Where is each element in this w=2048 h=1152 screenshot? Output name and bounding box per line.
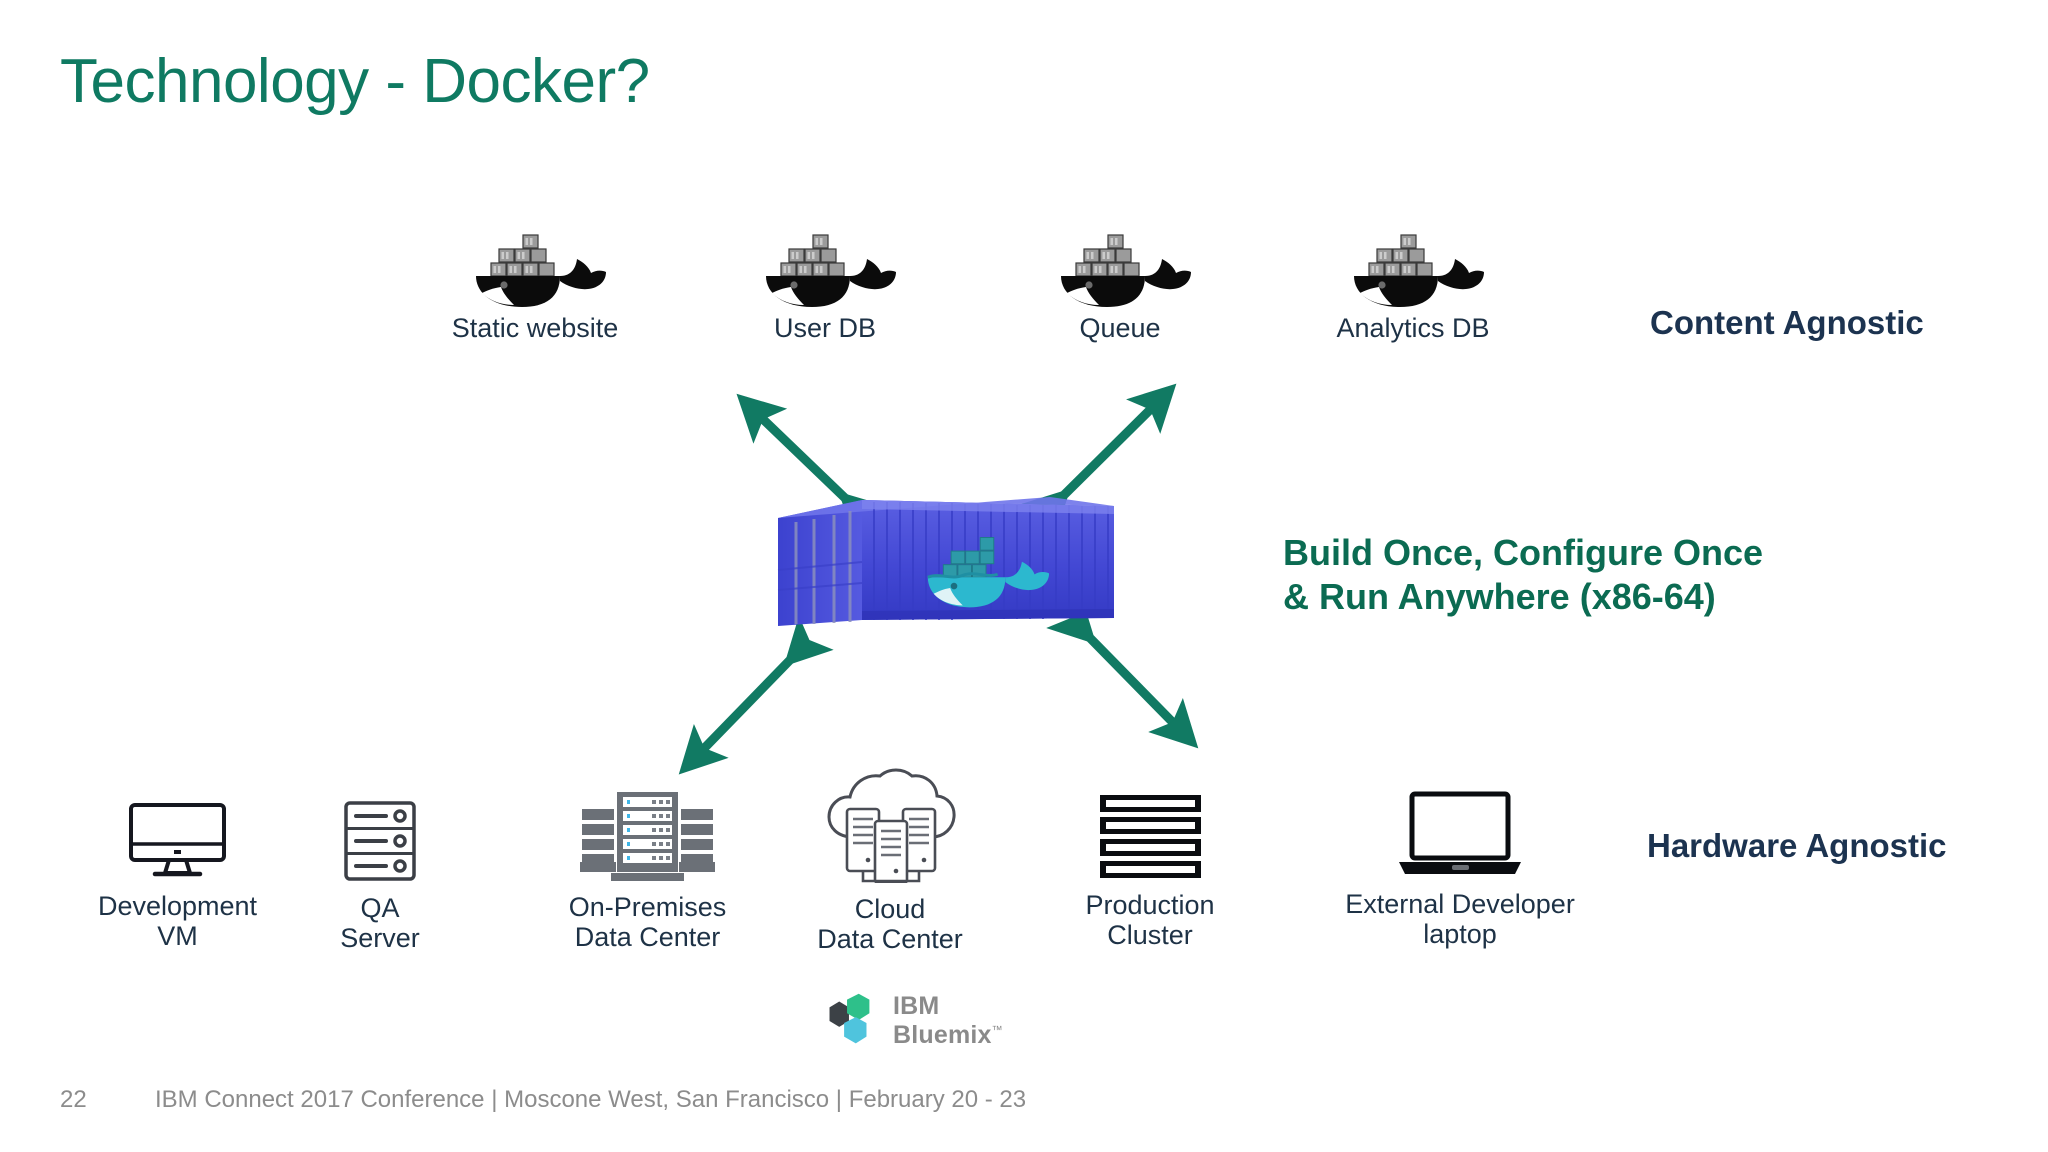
infra-node-production-cluster: Production Cluster bbox=[1065, 793, 1235, 950]
docker-node-label: Queue bbox=[1079, 313, 1161, 343]
docker-shipping-container-image bbox=[770, 478, 1120, 653]
docker-whale-icon bbox=[1338, 215, 1488, 307]
cloud-servers-icon bbox=[823, 765, 958, 888]
footer-text: IBM Connect 2017 Conference | Moscone We… bbox=[155, 1086, 1027, 1113]
infra-node-label: On-Premises Data Center bbox=[568, 892, 727, 953]
slide-footer: 22 IBM Connect 2017 Conference | Moscone… bbox=[0, 1086, 2048, 1126]
data-center-racks-icon bbox=[580, 786, 715, 886]
docker-node-queue: Queue bbox=[1025, 215, 1215, 343]
docker-node-label: User DB bbox=[773, 313, 876, 343]
docker-node-label: Static website bbox=[451, 313, 619, 343]
infra-node-label: Production Cluster bbox=[1085, 890, 1215, 951]
page-title: Technology - Docker? bbox=[60, 47, 650, 116]
annotation-content-agnostic: Content Agnostic bbox=[1650, 304, 1924, 341]
docker-whale-icon bbox=[460, 215, 610, 307]
infra-node-on-premises-data-center: On-Premises Data Center bbox=[555, 786, 740, 952]
infra-node-cloud-data-center: Cloud Data Center bbox=[790, 765, 990, 954]
annotation-hardware-agnostic: Hardware Agnostic bbox=[1647, 827, 1947, 864]
trademark-symbol: ™ bbox=[991, 1024, 1003, 1037]
docker-whale-icon bbox=[750, 215, 900, 307]
stacked-bars-cluster-icon bbox=[1098, 793, 1203, 884]
docker-node-user-db: User DB bbox=[730, 215, 920, 343]
docker-whale-icon bbox=[1045, 215, 1195, 307]
infra-node-label: Development VM bbox=[97, 891, 258, 952]
infra-node-label: Cloud Data Center bbox=[817, 894, 963, 955]
docker-node-label: Analytics DB bbox=[1336, 313, 1490, 343]
bluemix-wordmark: IBM Bluemix™ bbox=[893, 992, 1052, 1050]
ibm-bluemix-logo: IBM Bluemix™ bbox=[812, 992, 1052, 1050]
infra-node-development-vm: Development VM bbox=[85, 800, 270, 951]
annotation-build-run-anywhere: Build Once, Configure Once & Run Anywher… bbox=[1283, 532, 1764, 617]
bluemix-label: IBM Bluemix bbox=[892, 992, 992, 1049]
infra-node-label: External Developer laptop bbox=[1345, 889, 1575, 950]
infra-node-qa-server: QA Server bbox=[300, 800, 460, 953]
rack-server-icon bbox=[340, 800, 420, 887]
desktop-monitor-icon bbox=[125, 800, 230, 885]
page-number: 22 bbox=[60, 1086, 87, 1113]
laptop-icon bbox=[1395, 790, 1525, 883]
docker-node-static-website: Static website bbox=[440, 215, 630, 343]
infra-node-external-developer-laptop: External Developer laptop bbox=[1325, 790, 1595, 949]
infra-node-label: QA Server bbox=[340, 893, 420, 954]
docker-node-analytics-db: Analytics DB bbox=[1318, 215, 1508, 343]
